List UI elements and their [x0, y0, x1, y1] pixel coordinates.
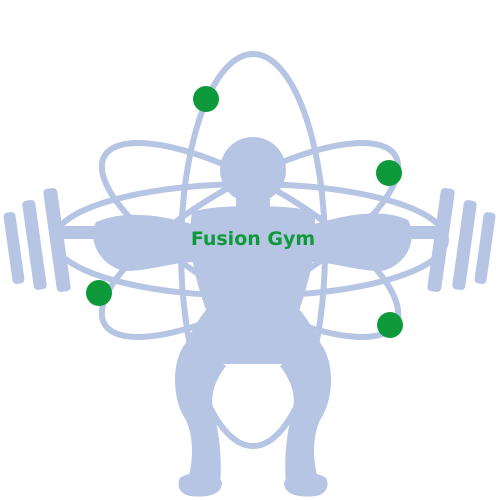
lifter-right-arm — [308, 213, 412, 271]
electron-dots — [86, 86, 403, 338]
electron-dot-icon — [377, 312, 403, 338]
lifter-left-leg — [175, 340, 226, 491]
lifter-torso — [190, 206, 316, 334]
electron-dot-icon — [86, 280, 112, 306]
lifter-left-foot — [178, 473, 222, 497]
plate-right-inner — [427, 188, 455, 292]
plate-right-middle — [452, 200, 477, 291]
electron-dot-icon — [376, 160, 402, 186]
electron-dot-icon — [193, 86, 219, 112]
weightlifter-silhouette-icon — [93, 137, 412, 497]
plate-left-middle — [22, 199, 47, 290]
brand-name: Fusion Gym — [191, 228, 315, 250]
plate-left-outer — [3, 212, 25, 284]
lifter-head — [220, 137, 286, 203]
lifter-hips — [183, 310, 323, 364]
plate-left-inner — [43, 188, 71, 292]
lifter-left-arm — [93, 214, 198, 271]
lifter-right-leg — [280, 340, 331, 491]
plate-right-outer — [474, 212, 496, 284]
lifter-right-foot — [284, 473, 328, 497]
